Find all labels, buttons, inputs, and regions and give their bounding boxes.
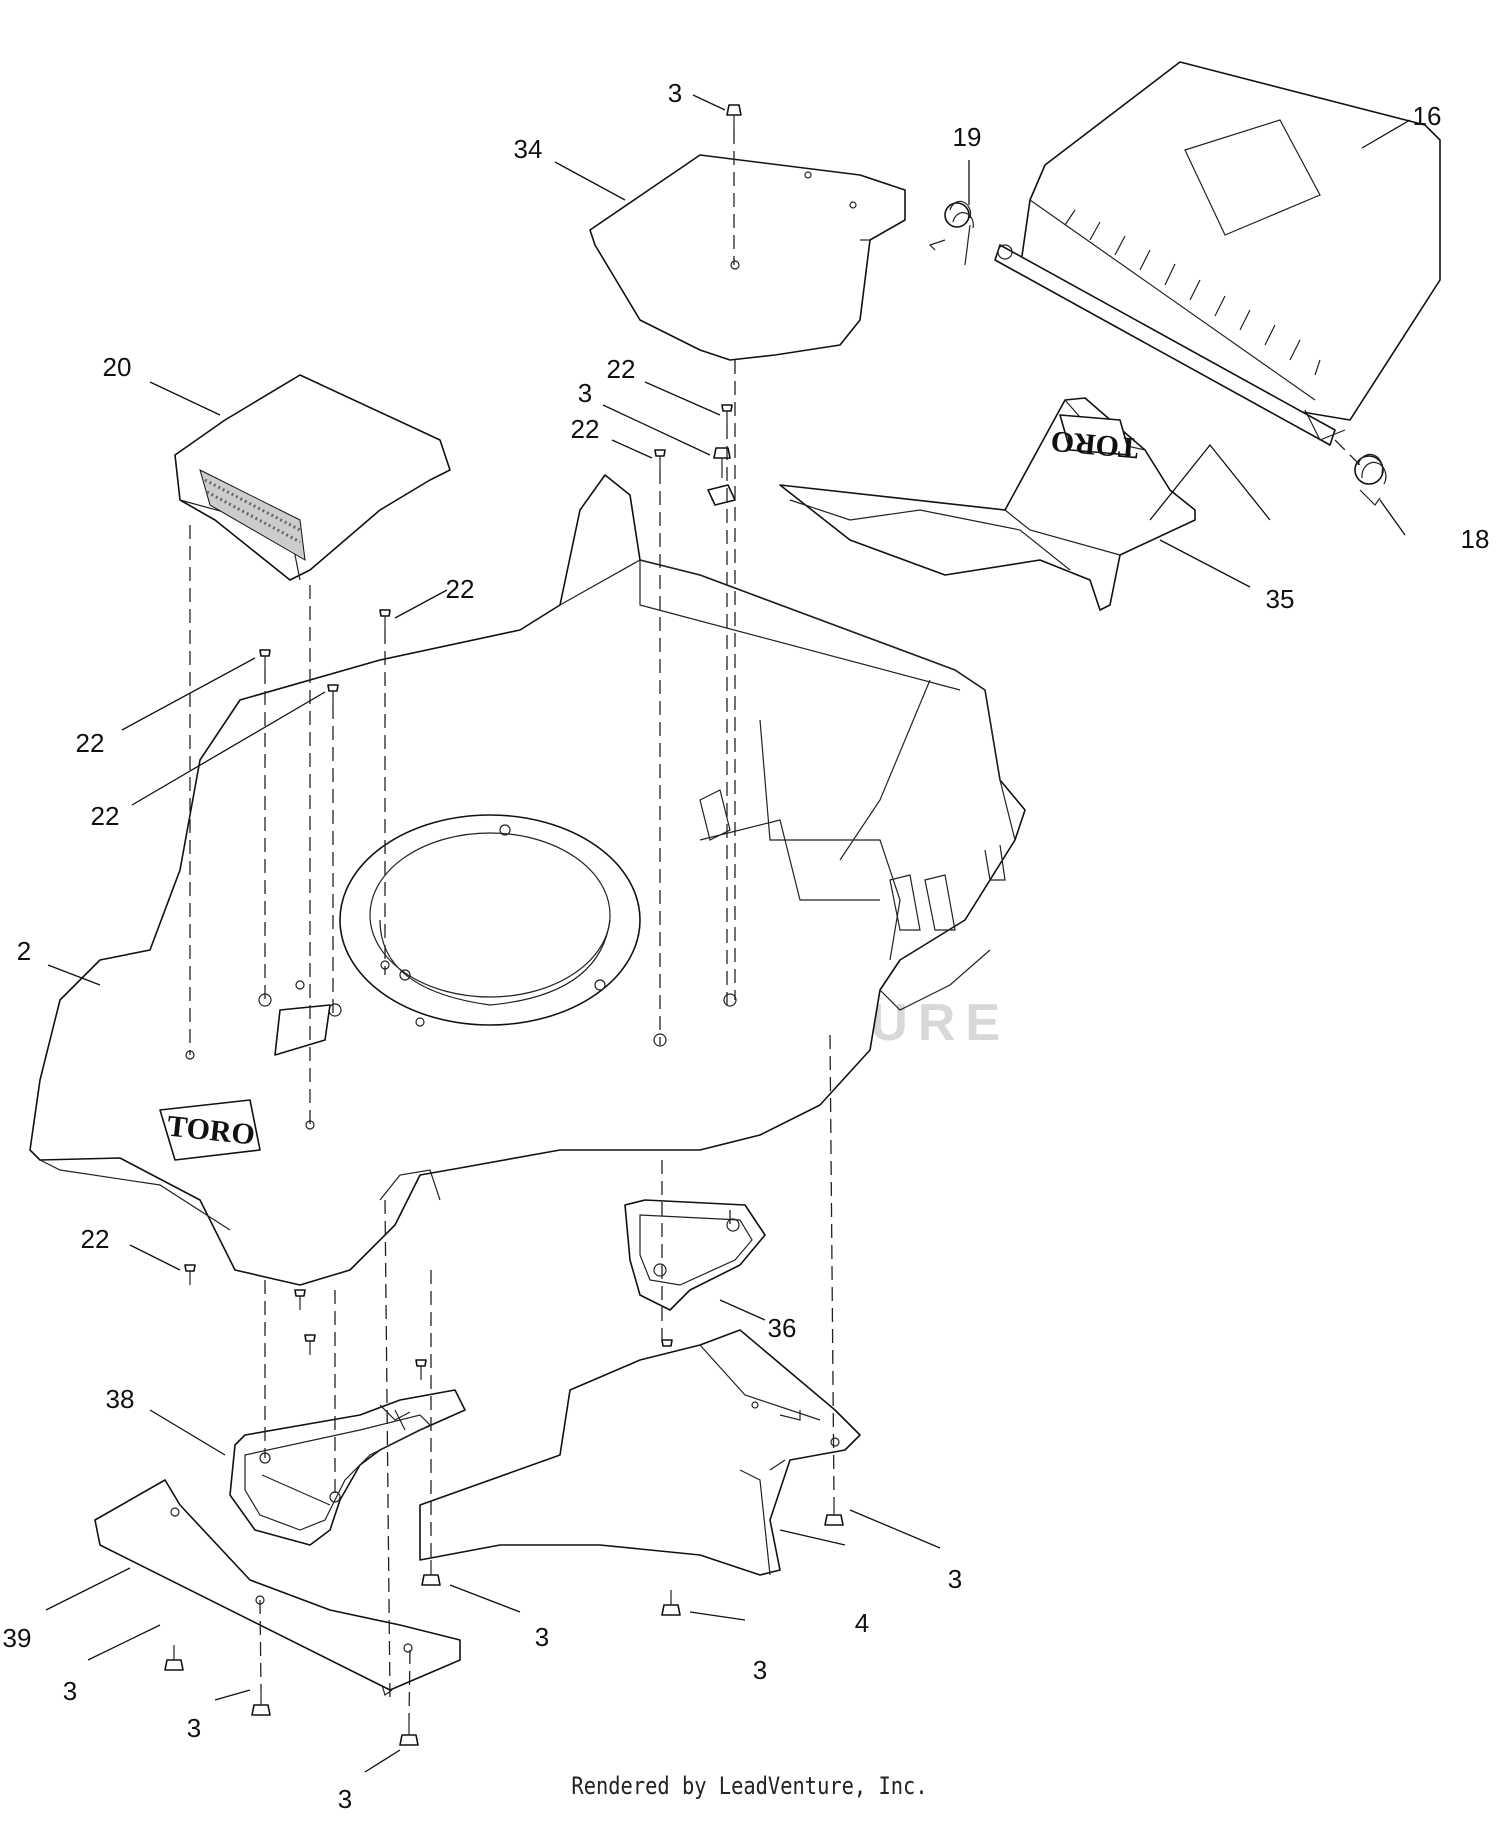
part-19-spring xyxy=(928,200,974,266)
callout-3-cover: 3 xyxy=(753,1655,767,1685)
part-16-rear-door xyxy=(994,61,1441,446)
callout-34: 34 xyxy=(514,134,543,164)
callout-3-top: 3 xyxy=(668,78,682,108)
callout-3-washer: 3 xyxy=(578,378,592,408)
callout-35: 35 xyxy=(1266,584,1295,614)
callouts: 3 34 19 16 20 22 3 22 22 22 22 35 18 2 3… xyxy=(3,78,1490,1814)
callout-16: 16 xyxy=(1413,101,1442,131)
part-18-spring xyxy=(1354,453,1387,506)
callout-22-deck-c: 22 xyxy=(91,801,120,831)
leader-lines xyxy=(45,94,1411,1773)
part-38-flap xyxy=(229,1389,466,1546)
part-20-shield xyxy=(174,374,451,581)
part-2-mower-deck: TORO xyxy=(29,474,1026,1286)
callout-36: 36 xyxy=(768,1313,797,1343)
part-36-side-plate xyxy=(624,1199,766,1311)
callout-19: 19 xyxy=(953,122,982,152)
callout-3-mid: 3 xyxy=(535,1622,549,1652)
callout-22-chute-b: 22 xyxy=(571,414,600,444)
callout-22-deck-b: 22 xyxy=(76,728,105,758)
callout-22-chute-a: 22 xyxy=(607,354,636,384)
chute-logo: TORO xyxy=(1049,414,1140,465)
callout-22-deck-a: 22 xyxy=(446,574,475,604)
callout-38: 38 xyxy=(106,1384,135,1414)
part-34-plate xyxy=(589,154,906,361)
callout-39: 39 xyxy=(3,1623,32,1653)
assembly-lines xyxy=(189,130,1361,1721)
callout-3-baffle-b: 3 xyxy=(187,1713,201,1743)
callout-3-baffle-c: 3 xyxy=(338,1784,352,1814)
deck-logo: TORO xyxy=(159,1099,261,1161)
callout-3-chute-bottom: 3 xyxy=(948,1564,962,1594)
callout-20: 20 xyxy=(103,352,132,382)
callout-22-front: 22 xyxy=(81,1224,110,1254)
part-4-side-cover xyxy=(419,1329,861,1576)
callout-2: 2 xyxy=(17,936,31,966)
chute-logo-text: TORO xyxy=(1049,424,1139,465)
callout-4: 4 xyxy=(855,1608,869,1638)
fasteners xyxy=(164,104,844,1746)
callout-3-baffle-a: 3 xyxy=(63,1676,77,1706)
callout-18: 18 xyxy=(1461,524,1490,554)
part-35-chute: TORO xyxy=(779,397,1196,611)
render-credit: Rendered by LeadVenture, Inc. xyxy=(571,1772,929,1800)
